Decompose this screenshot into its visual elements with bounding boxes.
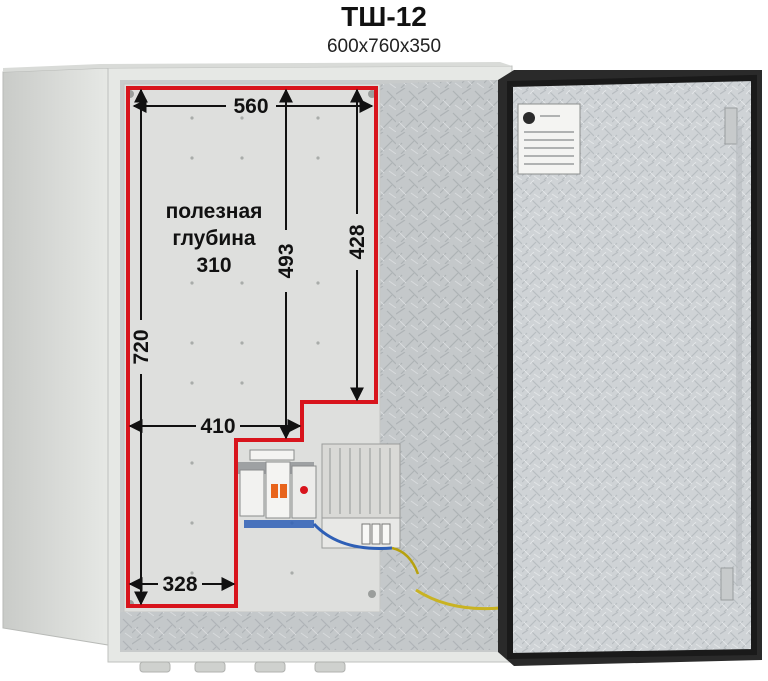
breaker-group: [238, 449, 317, 528]
cabinet-door: [498, 70, 762, 666]
ground-wire: [415, 588, 501, 611]
dim-height-full: 720: [130, 329, 153, 364]
dim-height-right: 428: [346, 224, 369, 259]
heater-module: [312, 443, 420, 575]
dim-height-mid: 493: [275, 243, 298, 278]
product-size: 600x760x350: [326, 36, 442, 57]
usable-depth-note: полезная глубина 310: [148, 198, 280, 279]
dim-width-mid: 410: [200, 415, 235, 438]
door-nameplate: [517, 103, 581, 175]
dimension-lines: [128, 88, 374, 606]
cabinet-floor: [120, 612, 500, 650]
usable-area-outline: [126, 86, 378, 608]
dim-width-bottom: 328: [162, 573, 197, 596]
depth-note-line-1: полезная: [165, 200, 263, 223]
dim-width-top: 560: [233, 95, 268, 118]
inner-right-wall: [378, 80, 500, 650]
depth-note-line-2: глубина: [172, 227, 256, 250]
product-title: ТШ-12: [341, 1, 427, 32]
cabinet-side-panel: [2, 67, 109, 646]
cable-glands: [139, 661, 346, 673]
depth-note-value: 310: [196, 254, 232, 277]
